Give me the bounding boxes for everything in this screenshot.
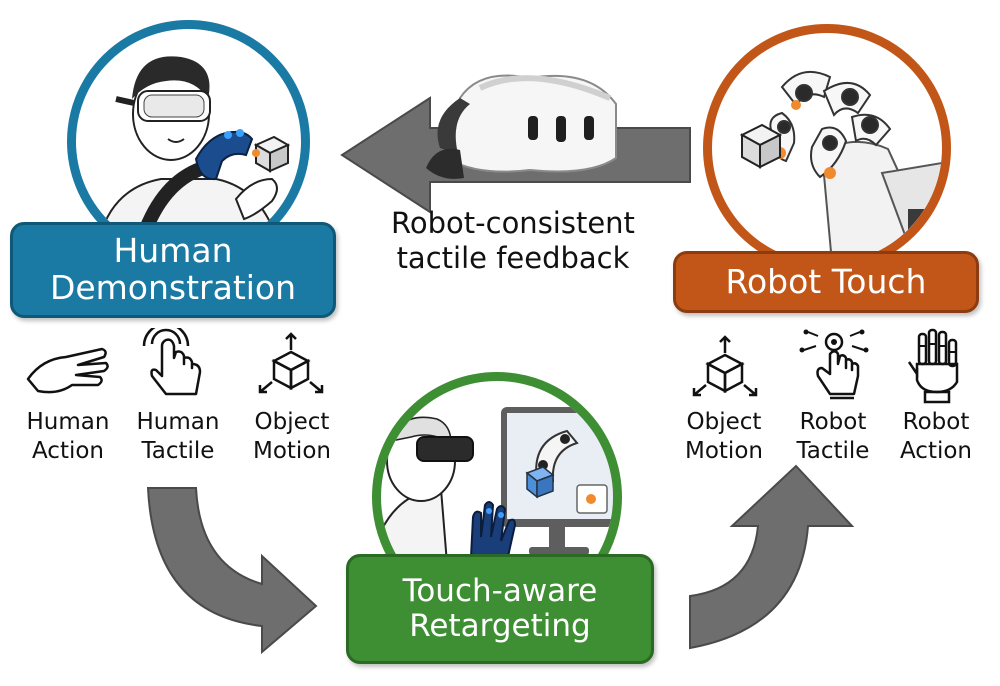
object-motion-line2-robot: Motion <box>685 437 763 464</box>
object-motion-line1-human: Object <box>254 409 330 435</box>
retargeting-label-line2: Retargeting <box>409 608 591 644</box>
feedback-line2: tactile feedback <box>396 241 630 276</box>
robot-tactile-caption: Robot Tactile <box>773 408 893 466</box>
feedback-line1: Robot-consistent <box>391 206 635 240</box>
cube-icon <box>252 135 291 173</box>
human-action-caption: Human Action <box>8 408 128 466</box>
human-demo-label-line2: Demonstration <box>49 268 297 307</box>
vr-headset-icon <box>416 436 474 462</box>
retargeting-label: Touch-aware Retargeting <box>346 554 654 664</box>
robot-action-caption: Robot Action <box>876 408 996 466</box>
vr-headset-icon <box>426 74 617 179</box>
person-vr-glove-illustration <box>94 56 291 254</box>
human-demo-label-line1: Human <box>113 231 233 271</box>
human-tactile-line2: Tactile <box>141 437 215 464</box>
object-motion-line1-robot: Object <box>686 409 762 435</box>
robot-action-line1: Robot <box>902 409 970 435</box>
robot-hand-icon <box>907 328 959 404</box>
object-motion-icon <box>258 332 324 394</box>
human-action-line1: Human <box>26 409 110 435</box>
robot-action-line2: Action <box>899 437 973 464</box>
robot-tactile-icon <box>799 329 869 400</box>
retargeting-label-line1: Touch-aware <box>402 573 598 610</box>
robot-touch-label: Robot Touch <box>673 251 979 313</box>
object-motion-caption-robot: Object Motion <box>664 408 784 466</box>
demo-to-retarget-arrow <box>146 487 318 655</box>
human-demo-label: Human Demonstration <box>10 222 336 318</box>
touch-hand-icon <box>142 328 202 396</box>
haptic-glove-icon <box>194 130 254 181</box>
robot-touch-circle <box>703 24 951 272</box>
object-motion-line2-human: Motion <box>253 437 331 464</box>
human-tactile-line1: Human <box>136 409 220 435</box>
robot-tactile-line1: Robot <box>799 409 867 435</box>
robot-hand-cube-illustration <box>739 70 942 263</box>
retarget-to-robot-arrow <box>689 464 855 650</box>
feedback-caption: Robot-consistent tactile feedback <box>348 206 678 277</box>
cube-icon <box>739 123 783 169</box>
monitor-icon <box>501 407 613 555</box>
human-tactile-caption: Human Tactile <box>118 408 238 466</box>
human-hand-icon <box>26 347 109 394</box>
robot-tactile-line2: Tactile <box>796 437 870 464</box>
human-action-line2: Action <box>31 437 105 464</box>
robot-touch-label-text: Robot Touch <box>725 261 927 301</box>
object-motion-caption-human: Object Motion <box>232 408 352 466</box>
object-motion-icon <box>692 335 758 397</box>
